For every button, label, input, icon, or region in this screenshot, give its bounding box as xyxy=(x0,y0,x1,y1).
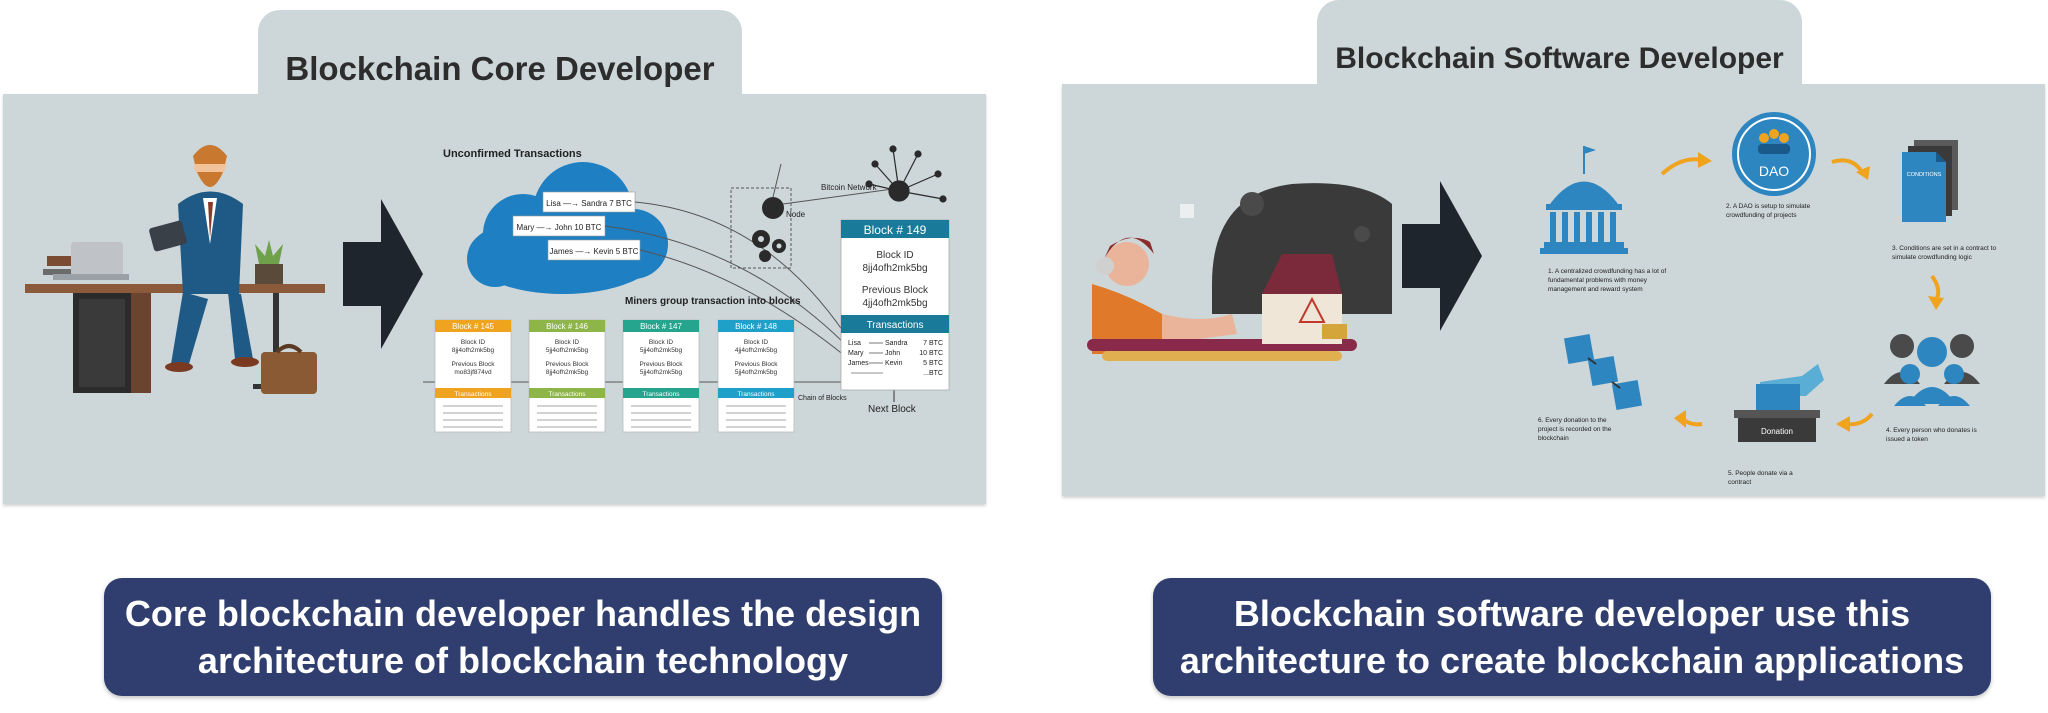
arrow-curved-icon xyxy=(1831,158,1864,174)
transaction-1: Lisa —→ Sandra 7 BTC xyxy=(546,199,632,208)
arrow-curved-icon xyxy=(1930,274,1941,302)
donation-label: Donation xyxy=(1761,427,1793,436)
step-6-text: 6. Every donation to the project is reco… xyxy=(1538,417,1613,442)
svg-text:Block ID: Block ID xyxy=(876,250,913,261)
node-icon xyxy=(762,197,784,219)
blockchain-cubes-icon xyxy=(1563,333,1643,411)
bitcoin-network-label: Bitcoin Network xyxy=(821,183,878,192)
right-panel: 1. A centralized crowdfunding has a lot … xyxy=(1062,84,2045,496)
svg-text:Previous Block: Previous Block xyxy=(546,361,590,368)
people-group-icon xyxy=(1884,334,1980,406)
left-title-tab: Blockchain Core Developer xyxy=(258,10,742,100)
step-1-text: 1. A centralized crowdfunding has a lot … xyxy=(1548,268,1668,293)
svg-text:5 BTC: 5 BTC xyxy=(923,360,943,367)
software-developer-illustration: 1. A centralized crowdfunding has a lot … xyxy=(1087,112,1998,486)
svg-text:4jj4ofh2mk5bg: 4jj4ofh2mk5bg xyxy=(735,347,778,354)
block-148-header: Block # 148 xyxy=(735,322,777,331)
right-caption-line-2: architecture to create blockchain applic… xyxy=(1179,640,1965,681)
svg-text:8jj4ofh2mk5bg: 8jj4ofh2mk5bg xyxy=(452,347,495,354)
step-2-text: 2. A DAO is setup to simulate crowdfundi… xyxy=(1726,203,1812,219)
svg-text:7 BTC: 7 BTC xyxy=(923,340,943,347)
core-developer-illustration: Unconfirmed Transactions Lisa —→ Sandra … xyxy=(25,145,950,433)
svg-text:Transactions: Transactions xyxy=(738,391,776,398)
svg-text:5jj4ofh2mk5bg: 5jj4ofh2mk5bg xyxy=(735,369,778,376)
svg-text:Previous Block: Previous Block xyxy=(862,285,929,296)
left-title: Blockchain Core Developer xyxy=(285,50,715,87)
svg-text:5jj4ofh2mk5bg: 5jj4ofh2mk5bg xyxy=(546,347,589,354)
right-caption: Blockchain software developer use this a… xyxy=(1153,578,1991,696)
block-147-header: Block # 147 xyxy=(640,322,682,331)
block-146-header: Block # 146 xyxy=(546,322,588,331)
left-caption-line-1: Core blockchain developer handles the de… xyxy=(124,593,922,634)
step-4-text: 4. Every person who donates is issued a … xyxy=(1886,427,1979,443)
svg-text:Transactions: Transactions xyxy=(643,391,681,398)
svg-text:mo83jf874vd: mo83jf874vd xyxy=(454,369,492,376)
svg-text:Previous Block: Previous Block xyxy=(735,361,779,368)
svg-text:...BTC: ...BTC xyxy=(923,370,943,377)
block-145: Block # 145 Block ID 8jj4ofh2mk5bg Previ… xyxy=(434,319,512,433)
right-caption-line-1: Blockchain software developer use this xyxy=(1233,593,1911,634)
svg-text:Block ID: Block ID xyxy=(744,339,769,346)
block-147: Block # 147 Block ID 5jj4ofh2mk5bg Previ… xyxy=(622,319,700,433)
step-3-text: 3. Conditions are set in a contract to s… xyxy=(1892,245,1998,261)
block-149: Block # 149 Block ID 8jj4ofh2mk5bg Previ… xyxy=(840,219,950,391)
chain-of-blocks-label: Chain of Blocks xyxy=(798,395,847,402)
svg-text:John: John xyxy=(885,350,900,357)
network-icon xyxy=(865,145,947,203)
svg-text:4jj4ofh2mk5bg: 4jj4ofh2mk5bg xyxy=(862,298,927,309)
left-caption-line-2: architecture of blockchain technology xyxy=(197,640,849,681)
transaction-2: Mary —→ John 10 BTC xyxy=(517,223,602,232)
arrow-curved-icon xyxy=(1660,157,1703,176)
block-146: Block # 146 Block ID 5jj4ofh2mk5bg Previ… xyxy=(528,319,606,433)
arrow-right-icon xyxy=(1402,181,1482,331)
block-149-header: Block # 149 xyxy=(864,223,927,237)
svg-text:Lisa: Lisa xyxy=(848,340,861,347)
right-title: Blockchain Software Developer xyxy=(1335,42,1784,75)
svg-text:Block ID: Block ID xyxy=(555,339,580,346)
svg-text:8jj4ofh2mk5bg: 8jj4ofh2mk5bg xyxy=(862,263,927,274)
step-5-text: 5. People donate via a contract xyxy=(1728,470,1795,486)
dao-label: DAO xyxy=(1759,163,1789,179)
svg-text:Transactions: Transactions xyxy=(549,391,587,398)
capitol-building-icon xyxy=(1540,146,1628,254)
svg-text:Block ID: Block ID xyxy=(649,339,674,346)
conditions-label: CONDITIONS xyxy=(1907,172,1942,178)
block-145-header: Block # 145 xyxy=(452,322,494,331)
svg-text:5jj4ofh2mk5bg: 5jj4ofh2mk5bg xyxy=(640,347,683,354)
svg-text:Previous Block: Previous Block xyxy=(452,361,496,368)
svg-text:8jj4ofh2mk5bg: 8jj4ofh2mk5bg xyxy=(546,369,589,376)
svg-text:10 BTC: 10 BTC xyxy=(919,350,943,357)
svg-text:Kevin: Kevin xyxy=(885,360,903,367)
left-panel: Unconfirmed Transactions Lisa —→ Sandra … xyxy=(3,94,986,504)
developer-at-desk-illustration xyxy=(25,145,325,394)
svg-text:Block ID: Block ID xyxy=(461,339,486,346)
block-148: Block # 148 Block ID 4jj4ofh2mk5bg Previ… xyxy=(717,319,795,433)
next-block-label: Next Block xyxy=(868,404,917,415)
svg-text:Mary: Mary xyxy=(848,350,864,357)
svg-text:Transactions: Transactions xyxy=(867,320,924,331)
miners-label: Miners group transaction into blocks xyxy=(625,296,801,307)
svg-text:James: James xyxy=(848,360,869,367)
svg-text:5jj4ofh2mk5bg: 5jj4ofh2mk5bg xyxy=(640,369,683,376)
documents-icon: CONDITIONS xyxy=(1902,140,1958,222)
node-label: Node xyxy=(786,210,806,219)
donation-box-icon: Donation xyxy=(1734,364,1824,442)
dao-icon: DAO xyxy=(1732,112,1816,196)
left-caption: Core blockchain developer handles the de… xyxy=(104,578,942,696)
right-title-tab: Blockchain Software Developer xyxy=(1317,0,1802,92)
svg-text:Previous Block: Previous Block xyxy=(640,361,684,368)
unconfirmed-transactions-label: Unconfirmed Transactions xyxy=(443,148,582,160)
arrow-right-icon xyxy=(343,199,423,349)
transaction-3: James —→ Kevin 5 BTC xyxy=(550,247,639,256)
developer-with-headphones-illustration xyxy=(1087,183,1392,361)
svg-text:Sandra: Sandra xyxy=(885,340,908,347)
svg-text:Transactions: Transactions xyxy=(455,391,493,398)
